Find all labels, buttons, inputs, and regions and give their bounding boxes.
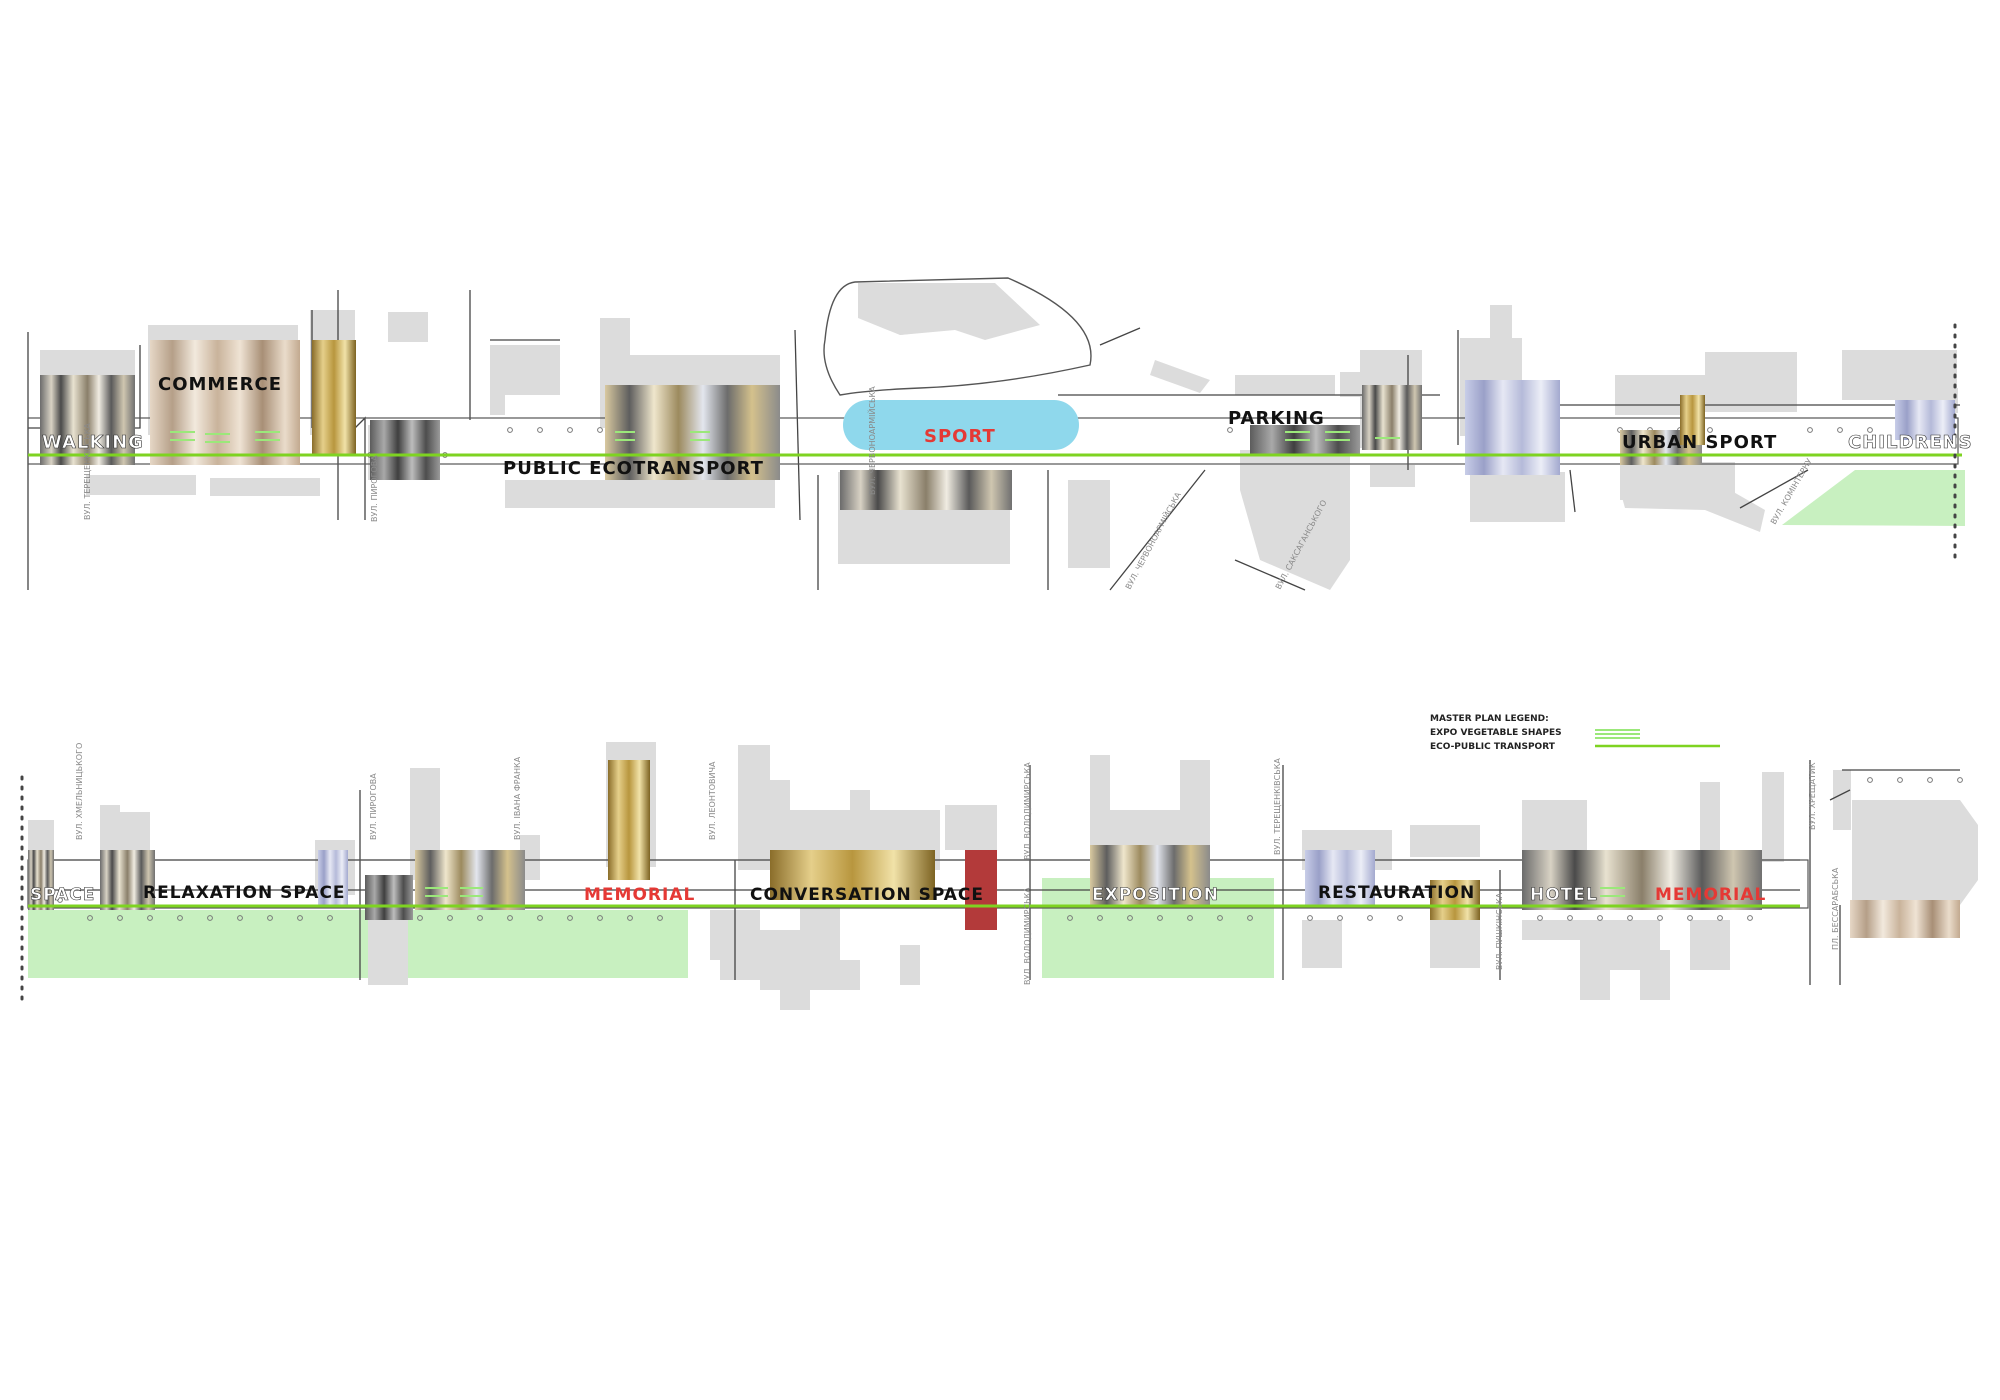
street-label: ВУЛ. ЛЕОНТОВИЧА — [708, 761, 717, 840]
legend: MASTER PLAN LEGEND: EXPO VEGETABLE SHAPE… — [1430, 714, 1720, 752]
street-label: ВУЛ. ПИРОГОВА — [370, 455, 379, 522]
zone-label-walking: WALKING — [42, 432, 144, 453]
zone-label-commerce: COMMERCE — [158, 374, 282, 395]
top-facades — [40, 340, 1955, 510]
legend-title: MASTER PLAN LEGEND: — [1430, 714, 1549, 724]
top-strip: ВУЛ. ТЕРЕЩЕНКІВСЬКА ВУЛ. ПИРОГОВА ВУЛ. Ч… — [27, 277, 1973, 591]
zone-label-space: SPACE — [30, 885, 95, 905]
zone-label-public-ecotransport: PUBLIC ECOTRANSPORT — [503, 458, 764, 479]
bottom-strip: ВУЛ. ХМЕЛЬНИЦЬКОГО ВУЛ. ПИРОГОВА ВУЛ. ІВ… — [20, 742, 1978, 1010]
street-label: ВУЛ. ХМЕЛЬНИЦЬКОГО — [75, 743, 84, 840]
zone-label-childrens: CHILDRENS — [1848, 432, 1973, 453]
zone-label-hotel: HOTEL — [1530, 885, 1598, 905]
bottom-expo-shapes — [425, 887, 1625, 897]
street-label: ВУЛ. ТЕРЕЩЕНКІВСЬКА — [83, 423, 92, 520]
street-label: ПЛ. БЕССАРАБСЬКА — [1831, 867, 1840, 950]
street-label: ВУЛ. ПИРОГОВА — [369, 773, 378, 840]
zone-label-parking: PARKING — [1228, 408, 1325, 429]
zone-label-relaxation-space: RELAXATION SPACE — [143, 883, 346, 903]
street-label: ВУЛ. ПУШКІНСЬКА — [1495, 892, 1504, 970]
legend-swatch-expo — [1595, 729, 1640, 739]
zone-label-memorial: MEMORIAL — [1655, 885, 1766, 905]
bottom-facades — [28, 760, 1960, 938]
street-label: ВУЛ. ТЕРЕЩЕНКІВСЬКА — [1273, 758, 1282, 855]
zone-label-conversation-space: CONVERSATION SPACE — [750, 885, 984, 905]
top-expo-shapes — [170, 431, 1400, 443]
street-label: ВУЛ. ХРЕЩАТИК — [1808, 762, 1817, 830]
sport-area — [843, 400, 1079, 450]
zone-label-exposition: EXPOSITION — [1092, 885, 1219, 905]
zone-label-memorial: MEMORIAL — [584, 885, 695, 905]
relaxation-green-area — [28, 910, 688, 978]
childrens-park-area — [1782, 470, 1965, 526]
street-label: ВУЛ. ВОЛОДИМИРСЬКА — [1023, 762, 1032, 860]
legend-item-label: ECO-PUBLIC TRANSPORT — [1430, 742, 1556, 752]
zone-label-restauration: RESTAURATION — [1318, 883, 1475, 903]
zone-label-urban-sport: URBAN SPORT — [1622, 432, 1777, 453]
legend-item-label: EXPO VEGETABLE SHAPES — [1430, 728, 1562, 738]
street-label: ВУЛ. ЧЕРВОНОАРМІЙСЬКА — [866, 386, 877, 495]
zone-label-sport: SPORT — [924, 426, 996, 447]
street-label: ВУЛ. ІВАНА ФРАНКА — [513, 756, 522, 840]
street-label: ВУЛ. ЧЕРВОНОАРМІЙСЬКА — [1122, 489, 1183, 591]
street-label: ВУЛ. ВОЛОДИМИРСЬКА — [1023, 887, 1032, 985]
